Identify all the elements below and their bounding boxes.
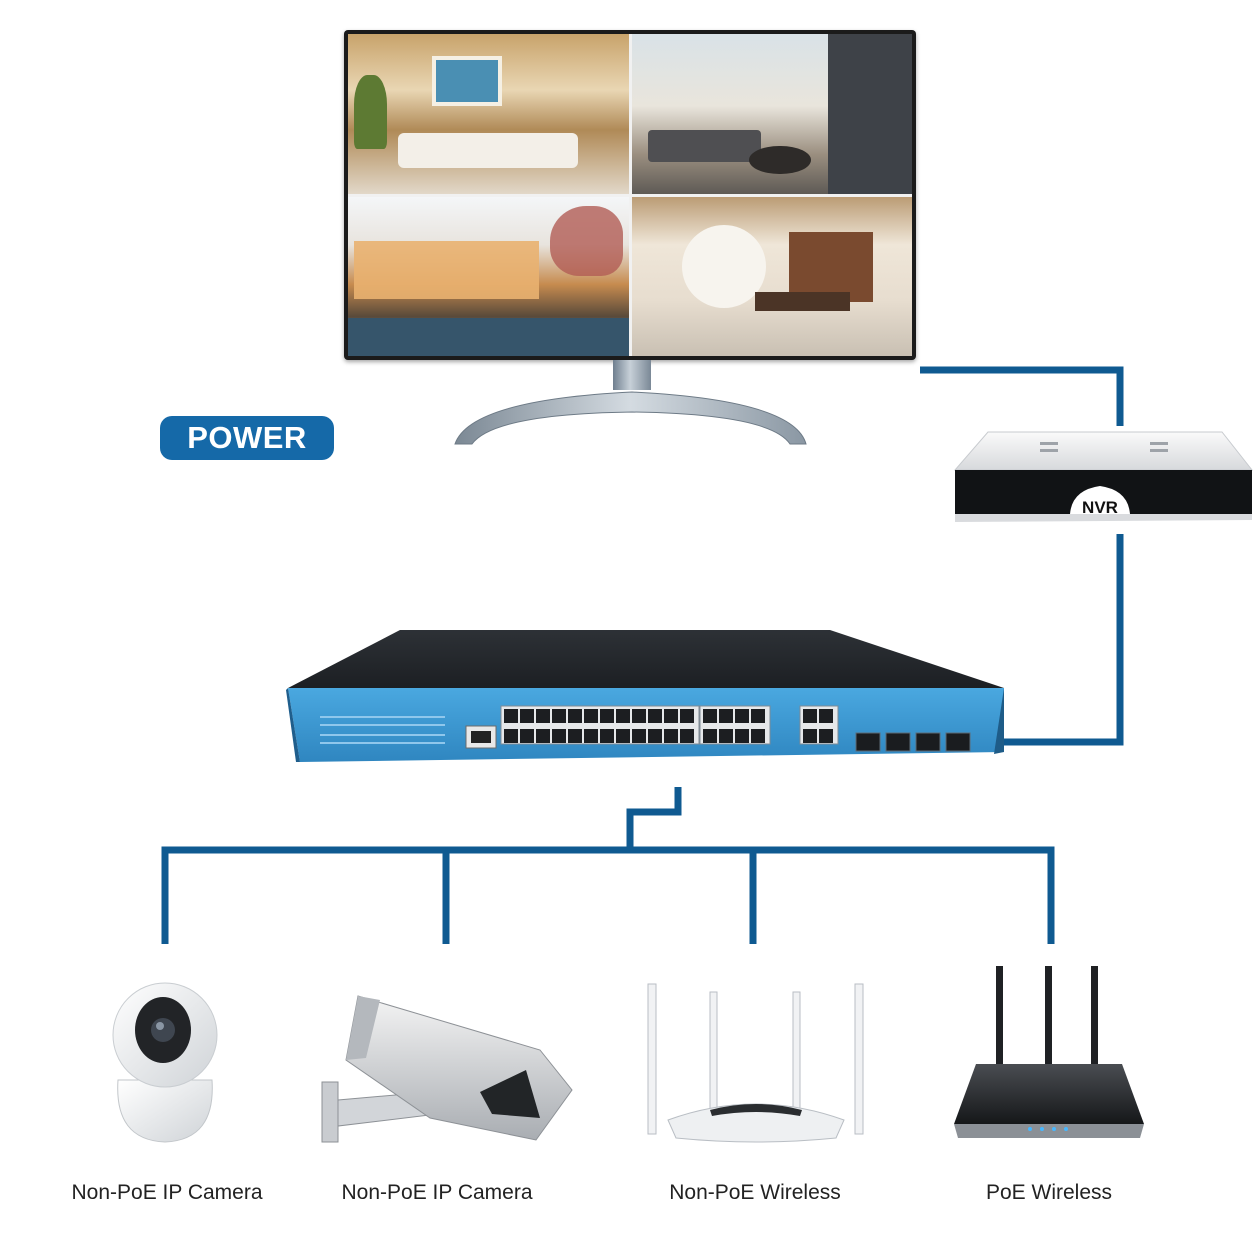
link-nvr-switch <box>1004 534 1124 746</box>
switch-led-panel <box>320 716 445 744</box>
rj45-port <box>520 729 534 743</box>
rj45-port <box>600 709 614 723</box>
rj45-port <box>819 729 833 743</box>
rj45-port <box>568 709 582 723</box>
device-label-poe-router: PoE Wireless <box>985 1181 1113 1204</box>
rj45-port <box>735 729 749 743</box>
rj45-port <box>648 709 662 723</box>
rj45-port <box>680 709 694 723</box>
rj45-port <box>504 729 518 743</box>
rj45-port <box>632 729 646 743</box>
rj45-port <box>703 709 717 723</box>
sfp-port-block <box>855 732 971 752</box>
rj45-port <box>616 709 630 723</box>
bullet-camera-icon <box>321 995 573 1143</box>
rj45-port <box>719 709 733 723</box>
link-monitor-nvr <box>920 366 1124 426</box>
link-device-bus <box>161 846 1055 944</box>
power-badge: POWER <box>160 416 334 460</box>
rj45-port <box>819 709 833 723</box>
rj45-port <box>552 709 566 723</box>
rj45-port <box>751 729 765 743</box>
camera-view-courtyard <box>631 34 912 194</box>
device-label-dome-camera: Non-PoE IP Camera <box>71 1181 263 1204</box>
rj45-port <box>803 709 817 723</box>
rj45-port <box>803 729 817 743</box>
device-label-bullet-camera: Non-PoE IP Camera <box>341 1181 533 1204</box>
rj45-port <box>703 729 717 743</box>
dome-camera-icon <box>112 982 218 1143</box>
monitor-screen <box>348 34 912 356</box>
rj45-port <box>719 729 733 743</box>
rj45-port <box>664 709 678 723</box>
wifi-router-icon <box>647 983 864 1143</box>
nvr-label: NVR <box>1082 498 1118 517</box>
rj45-port <box>584 709 598 723</box>
rj45-port <box>664 729 678 743</box>
rj45-port <box>568 729 582 743</box>
wireless-router-icon <box>954 966 1144 1138</box>
link-switch-bus <box>626 787 682 850</box>
rj45-port <box>552 729 566 743</box>
rj45-port <box>504 709 518 723</box>
rj45-port <box>536 729 550 743</box>
rj45-port <box>680 729 694 743</box>
poe-switch <box>286 630 1004 762</box>
monitor-stand <box>454 391 807 445</box>
rj45-port <box>520 709 534 723</box>
rj45-port <box>735 709 749 723</box>
device-label-wifi-router: Non-PoE Wireless <box>669 1181 841 1204</box>
rj45-port <box>648 729 662 743</box>
rj45-port <box>584 729 598 743</box>
rj45-port-block <box>500 705 839 745</box>
camera-view-living-room <box>348 34 629 194</box>
rj45-port <box>751 709 765 723</box>
camera-view-villa-exterior <box>348 196 629 356</box>
rj45-port <box>632 709 646 723</box>
nvr-device <box>953 431 1254 522</box>
rj45-port <box>600 729 614 743</box>
monitor-neck <box>613 360 651 390</box>
rj45-port <box>616 729 630 743</box>
camera-view-tea-room <box>631 196 912 356</box>
rj45-port <box>536 709 550 723</box>
